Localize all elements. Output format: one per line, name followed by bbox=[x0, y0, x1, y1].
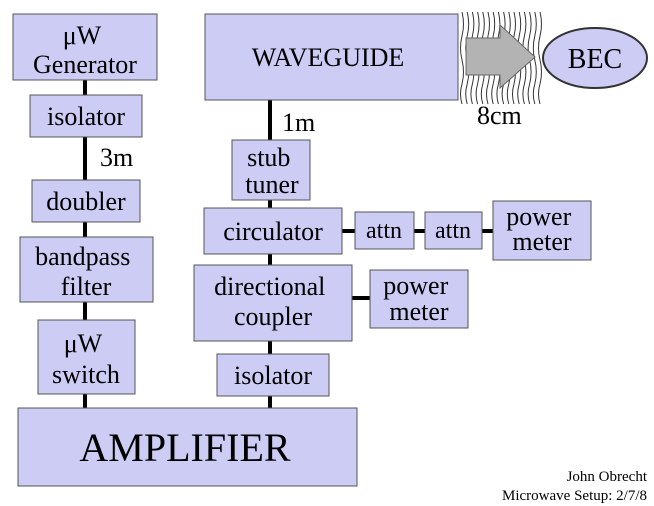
uw-generator-label: μW Generator bbox=[33, 21, 137, 79]
doubler-label: doubler bbox=[46, 187, 126, 216]
wavefront-line bbox=[532, 11, 537, 105]
credit-caption: Microwave Setup: 2/7/8 bbox=[502, 488, 647, 504]
uw-switch-block: μW switch bbox=[37, 319, 136, 395]
directional-coupler-block: directional coupler bbox=[193, 264, 353, 342]
beam-arrow-icon bbox=[465, 23, 536, 90]
attn-1-label: attn bbox=[366, 218, 402, 244]
uw-switch-label: μW switch bbox=[52, 329, 120, 389]
amplifier-block: AMPLIFIER bbox=[17, 407, 358, 487]
power-meter-top-block: power meter bbox=[492, 200, 592, 261]
bandpass-filter-label: bandpass filter bbox=[35, 242, 137, 301]
power-meter-mid-label: power meter bbox=[383, 271, 454, 326]
bec-block: BEC bbox=[542, 27, 648, 89]
directional-coupler-label: directional coupler bbox=[214, 272, 332, 331]
right-chain-wires bbox=[268, 100, 493, 408]
isolator-right-block: isolator bbox=[216, 353, 330, 397]
waveguide-label: WAVEGUIDE bbox=[252, 43, 405, 72]
distance-label-1m: 1m bbox=[282, 108, 315, 137]
uw-generator-block: μW Generator bbox=[12, 13, 158, 81]
isolator-right-label: isolator bbox=[234, 361, 312, 390]
waveguide-block: WAVEGUIDE bbox=[204, 13, 459, 101]
wavefront-line bbox=[538, 11, 542, 105]
distance-label-8cm: 8cm bbox=[477, 101, 522, 130]
amplifier-label: AMPLIFIER bbox=[79, 425, 290, 470]
distance-label-3m: 3m bbox=[100, 143, 133, 172]
isolator-left-block: isolator bbox=[29, 94, 143, 138]
wavefront-line bbox=[460, 11, 464, 105]
bec-label: BEC bbox=[568, 44, 622, 75]
attn-2-label: attn bbox=[435, 218, 471, 244]
power-meter-mid-block: power meter bbox=[369, 269, 469, 329]
circulator-label: circulator bbox=[223, 217, 323, 246]
attn-1-block: attn bbox=[354, 211, 415, 250]
power-meter-top-label: power meter bbox=[506, 202, 577, 256]
stub-tuner-label: stub tuner bbox=[245, 143, 299, 199]
attn-2-block: attn bbox=[424, 211, 483, 250]
doubler-block: doubler bbox=[31, 179, 141, 223]
circulator-block: circulator bbox=[203, 207, 343, 255]
bandpass-filter-block: bandpass filter bbox=[19, 236, 154, 303]
isolator-left-label: isolator bbox=[47, 102, 125, 131]
stub-tuner-block: stub tuner bbox=[231, 139, 311, 201]
credit-author: John Obrecht bbox=[567, 469, 648, 485]
